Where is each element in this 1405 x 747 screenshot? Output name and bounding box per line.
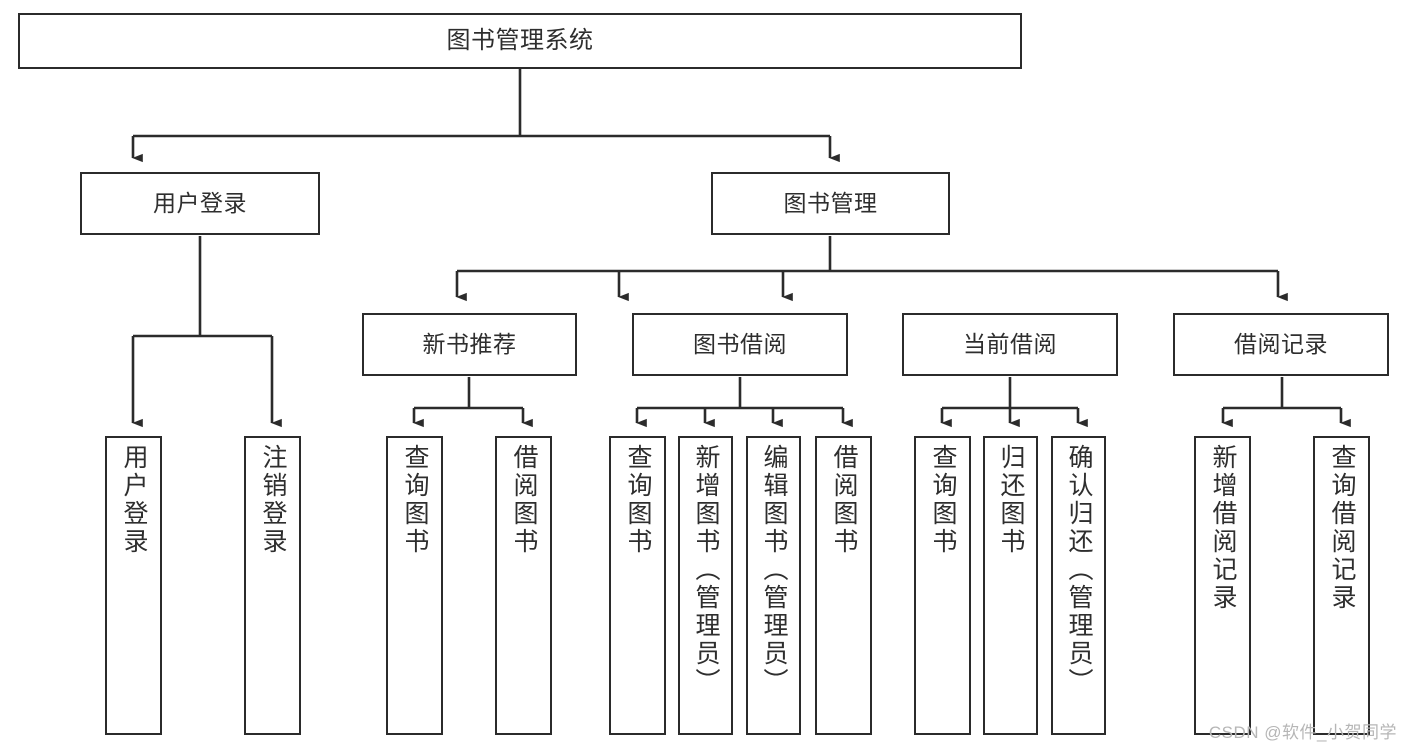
node-label: 借阅图书: [830, 444, 858, 556]
node-label: 用户登录: [153, 189, 247, 216]
leaf-current-borrow-return-book[interactable]: 归还图书: [983, 436, 1038, 735]
leaf-new-book-query-book[interactable]: 查询图书: [386, 436, 443, 735]
leaf-current-borrow-query-book[interactable]: 查询图书: [914, 436, 971, 735]
node-label: 注销登录: [259, 444, 287, 556]
node-root-book-management-system[interactable]: 图书管理系统: [18, 13, 1022, 69]
leaf-book-borrow-edit-book-admin[interactable]: 编辑图书（管理员）: [746, 436, 801, 735]
node-label: 用户登录: [120, 444, 148, 556]
node-book-borrow[interactable]: 图书借阅: [632, 313, 848, 376]
leaf-user-login-signin[interactable]: 用户登录: [105, 436, 162, 735]
leaf-book-borrow-add-book-admin[interactable]: 新增图书（管理员）: [678, 436, 733, 735]
leaf-current-borrow-confirm-return-admin[interactable]: 确认归还（管理员）: [1051, 436, 1106, 735]
node-label: 借阅图书: [510, 444, 538, 556]
node-label: 归还图书: [997, 444, 1025, 556]
node-book-management[interactable]: 图书管理: [711, 172, 950, 235]
node-current-borrow[interactable]: 当前借阅: [902, 313, 1118, 376]
csdn-watermark: CSDN @软件_小贺同学: [1208, 723, 1397, 742]
leaf-book-borrow-borrow-book[interactable]: 借阅图书: [815, 436, 872, 735]
node-user-login[interactable]: 用户登录: [80, 172, 320, 235]
leaf-borrow-record-add-record[interactable]: 新增借阅记录: [1194, 436, 1251, 735]
node-label: 查询借阅记录: [1328, 444, 1356, 612]
leaf-user-login-logout[interactable]: 注销登录: [244, 436, 301, 735]
node-label: 图书管理系统: [446, 26, 594, 54]
node-label: 新书推荐: [422, 330, 517, 357]
node-label: 图书借阅: [693, 330, 787, 357]
leaf-new-book-borrow-book[interactable]: 借阅图书: [495, 436, 552, 735]
node-label: 当前借阅: [963, 330, 1057, 357]
node-label: 图书管理: [783, 189, 878, 216]
node-borrow-record[interactable]: 借阅记录: [1173, 313, 1389, 376]
node-new-book-recommend[interactable]: 新书推荐: [362, 313, 577, 376]
node-label: 确认归还（管理员）: [1065, 444, 1093, 696]
leaf-book-borrow-query-book[interactable]: 查询图书: [609, 436, 666, 735]
node-label: 查询图书: [624, 444, 652, 556]
node-label: 新增借阅记录: [1209, 444, 1237, 612]
node-label: 查询图书: [929, 444, 957, 556]
node-label: 编辑图书（管理员）: [760, 444, 788, 696]
node-label: 新增图书（管理员）: [692, 444, 720, 696]
leaf-borrow-record-query-record[interactable]: 查询借阅记录: [1313, 436, 1370, 735]
node-label: 借阅记录: [1234, 330, 1328, 357]
node-label: 查询图书: [401, 444, 429, 556]
